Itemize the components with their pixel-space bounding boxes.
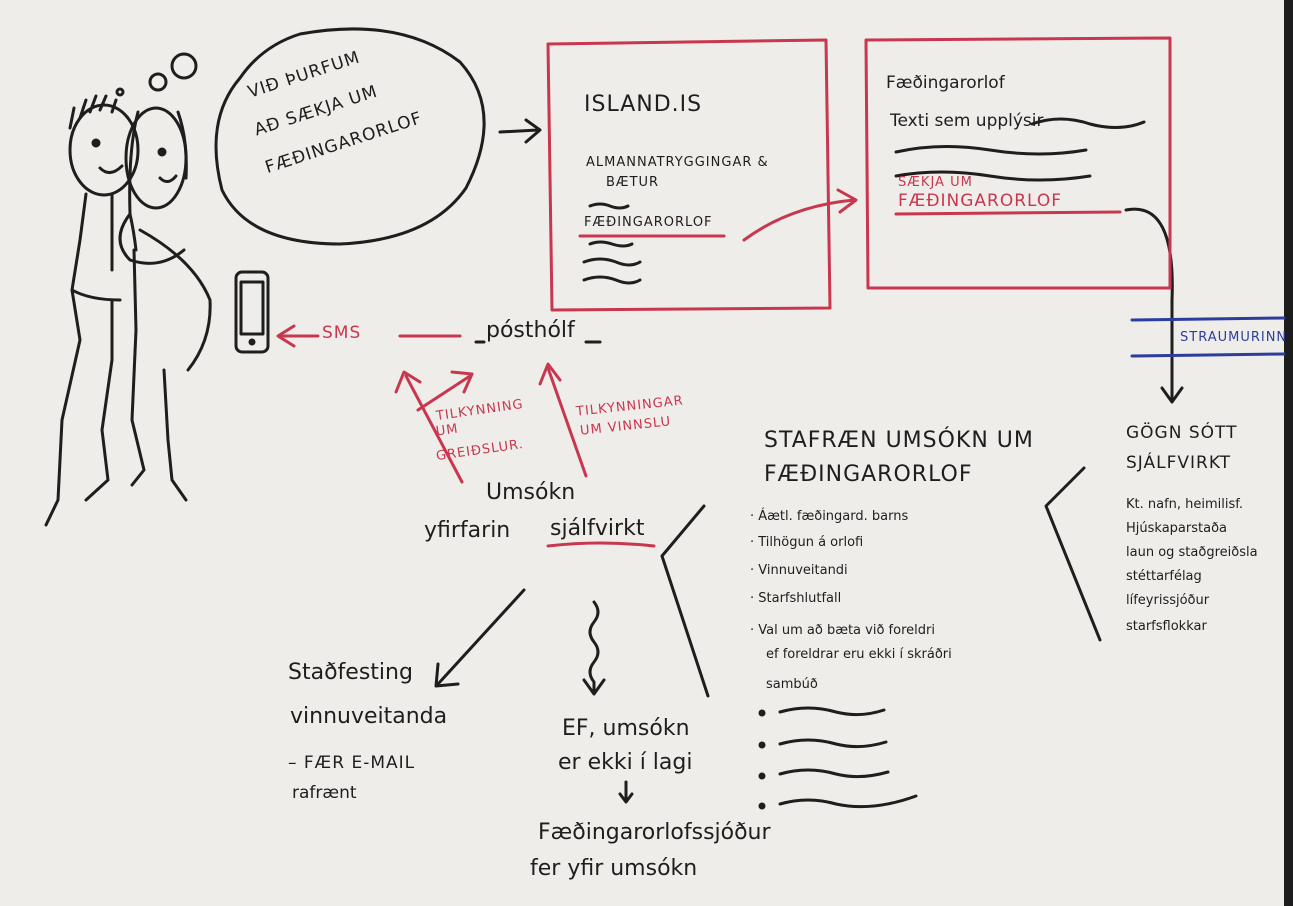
apply-link-line-1[interactable]: SÆKJA UM — [898, 175, 973, 190]
thought-bubble — [214, 27, 486, 246]
data-fetch-item-1: Kt. nafn, heimilisf. — [1126, 497, 1244, 512]
digital-app-item-4: · Starfshlutfall — [750, 591, 842, 606]
employer-line-2: vinnuveitanda — [290, 704, 448, 729]
review-line-2b: sjálfvirkt — [550, 516, 645, 541]
ef-line-1: EF, umsókn — [562, 716, 690, 741]
ef-line-2: er ekki í lagi — [558, 750, 693, 775]
island-box — [546, 38, 832, 312]
island-category-1: ALMANNATRYGGINGAR & — [586, 155, 769, 170]
data-fetch-item-3: laun og staðgreiðsla — [1126, 545, 1258, 560]
data-fetch-item-4: stéttarfélag — [1126, 569, 1202, 584]
employer-line-3: – FÆR E-MAIL — [288, 753, 416, 773]
island-title: ISLAND.IS — [584, 92, 703, 117]
island-category-2: BÆTUR — [606, 175, 660, 190]
digital-app-title-1: STAFRÆN UMSÓKN UM — [764, 428, 1034, 453]
island-faedingarorlof-link[interactable]: FÆÐINGARORLOF — [584, 215, 713, 230]
digital-app-item-1: · Áætl. fæðingard. barns — [750, 509, 909, 524]
board-edge — [1284, 0, 1293, 906]
fund-line-2: fer yfir umsókn — [530, 856, 698, 881]
employer-line-4: rafrænt — [292, 783, 357, 803]
digital-app-item-3: · Vinnuveitandi — [750, 563, 848, 578]
digital-app-title-2: FÆÐINGARORLOF — [764, 462, 973, 487]
data-fetch-item-5: lífeyrissjóður — [1126, 593, 1210, 608]
notify-payment-2: UM — [434, 421, 460, 440]
digital-app-item-7: sambúð — [766, 677, 818, 692]
digital-app-item-6: ef foreldrar eru ekki í skráðri — [766, 647, 952, 662]
data-fetch-title-2: SJÁLFVIRKT — [1126, 453, 1232, 473]
info-box — [864, 36, 1172, 290]
review-line-2a: yfirfarin — [424, 518, 511, 543]
thought-dots — [115, 52, 198, 97]
review-line-1: Umsókn — [486, 480, 576, 505]
arrow — [498, 118, 542, 144]
fund-line-1: Fæðingarorlofssjóður — [538, 820, 771, 845]
couple-figure — [44, 94, 212, 527]
mobile-phone-icon — [234, 270, 270, 354]
data-fetch-item-2: Hjúskaparstaða — [1126, 521, 1227, 536]
info-title: Fæðingarorlof — [886, 73, 1005, 93]
employer-line-1: Staðfesting — [288, 660, 413, 685]
digital-app-item-2: · Tilhögun á orlofi — [750, 535, 864, 550]
posthold-label: pósthólf — [486, 318, 575, 343]
data-fetch-title-1: GÖGN SÓTT — [1126, 423, 1238, 443]
sms-label: SMS — [322, 323, 362, 343]
straumurinn-label: STRAUMURINN — [1180, 330, 1288, 345]
info-text: Texti sem upplýsir — [890, 111, 1044, 131]
apply-link-line-2[interactable]: FÆÐINGARORLOF — [898, 191, 1063, 211]
digital-app-item-5: · Val um að bæta við foreldri — [750, 623, 935, 638]
data-fetch-item-6: starfsflokkar — [1126, 619, 1207, 634]
